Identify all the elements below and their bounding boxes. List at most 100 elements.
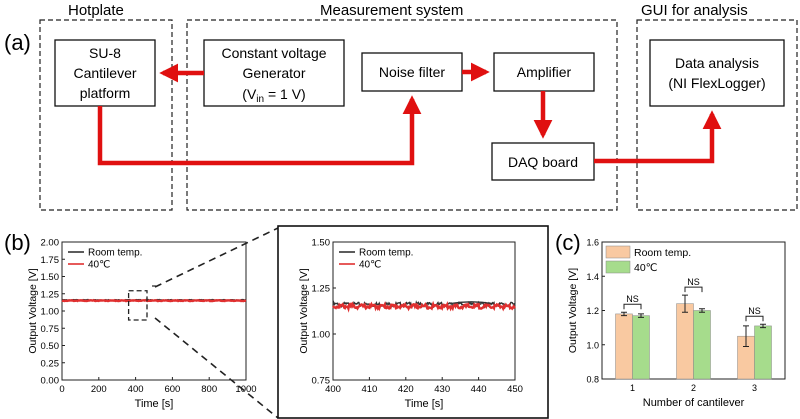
error-bar <box>743 325 749 347</box>
group-label-gui: GUI for analysis <box>641 2 748 19</box>
error-bar <box>621 311 627 317</box>
x-tick-label: 410 <box>361 384 377 395</box>
x-tick-label: 200 <box>91 384 107 395</box>
arrow-daq-to-analysis <box>594 110 722 164</box>
x-tick-label: 0 <box>59 384 64 395</box>
panel-a-label: (a) <box>4 30 31 55</box>
group-label-hotplate: Hotplate <box>68 2 124 19</box>
panel-a: (a) Hotplate Measurement system GUI for … <box>4 2 798 211</box>
ns-bracket <box>684 286 703 293</box>
x-tick-label: 440 <box>471 384 487 395</box>
legend-label: Room temp. <box>359 248 413 259</box>
cantilever-line-3: platform <box>80 85 131 101</box>
y-tick-label: 1.00 <box>312 330 331 341</box>
y-tick-label: 1.50 <box>41 272 60 283</box>
x-tick-label: 800 <box>201 384 217 395</box>
box-noise-filter <box>361 52 463 92</box>
zoom-panel-frame <box>277 225 549 419</box>
y-tick-label: 1.00 <box>41 307 60 318</box>
panel-b-label: (b) <box>4 230 31 255</box>
x-tick-label: 450 <box>507 384 523 395</box>
y-tick-label: 1.0 <box>586 340 599 350</box>
y-tick-label: 1.50 <box>312 238 331 249</box>
group-box-measurement <box>186 19 618 211</box>
panel-c-label: (c) <box>555 230 581 255</box>
y-tick-label: 1.25 <box>41 289 60 300</box>
ns-annotation: NS <box>687 277 700 287</box>
x-tick-label: 1000 <box>235 384 256 395</box>
group-box-hotplate <box>39 19 173 211</box>
analysis-line-2: (NI FlexLogger) <box>668 75 765 91</box>
y-tick-label: 0.75 <box>312 376 331 387</box>
x-tick-label: 3 <box>752 383 757 393</box>
x-axis-label: Time [s] <box>405 398 444 410</box>
noise-filter-label: Noise filter <box>379 64 445 80</box>
legend-label: 40℃ <box>634 262 657 274</box>
room-temp-bump <box>449 301 494 305</box>
amplifier-label: Amplifier <box>517 64 572 80</box>
x-axis-label: Number of cantilever <box>643 397 745 409</box>
bar-40c-3 <box>754 325 772 380</box>
ns-bracket <box>745 315 764 322</box>
x-tick-label: 400 <box>128 384 144 395</box>
group-label-measurement: Measurement system <box>320 2 463 19</box>
error-bar <box>699 308 705 313</box>
flow-arrows <box>97 62 722 166</box>
group-box-gui <box>636 19 798 211</box>
zoom-line-bottom <box>154 317 279 419</box>
analysis-line-1: Data analysis <box>675 55 759 71</box>
legend-label: 40℃ <box>88 260 110 271</box>
y-tick-label: 0.25 <box>41 358 60 369</box>
x-axis-label: Time [s] <box>135 398 174 410</box>
zoom-connectors <box>152 227 279 419</box>
zoom-line-top <box>154 227 279 288</box>
legend-label: Room temp. <box>634 247 691 259</box>
y-axis-label: Output Voltage [V] <box>567 268 579 353</box>
bar-room-temp-2 <box>676 303 694 380</box>
ns-annotation: NS <box>626 294 639 304</box>
error-bar <box>638 313 644 318</box>
box-cantilever-platform <box>54 39 156 107</box>
legend-swatch <box>605 260 631 274</box>
x-tick-label: 420 <box>398 384 414 395</box>
y-tick-label: 1.25 <box>312 284 331 295</box>
y-tick-label: 0.8 <box>586 375 599 385</box>
y-tick-label: 0.00 <box>41 376 60 387</box>
x-tick-label: 2 <box>691 383 696 393</box>
error-bar <box>682 294 688 313</box>
y-tick-label: 1.4 <box>586 272 599 282</box>
x-tick-label: 430 <box>434 384 450 395</box>
legend-label: 40℃ <box>359 260 381 271</box>
series-line-40c <box>61 298 247 303</box>
y-tick-label: 0.50 <box>41 341 60 352</box>
series-line-40c <box>332 300 516 313</box>
y-tick-label: 2.00 <box>41 238 60 249</box>
x-tick-label: 1 <box>630 383 635 393</box>
bar-room-temp-1 <box>615 313 633 380</box>
box-daq-board <box>491 142 595 181</box>
zoom-region-box <box>127 290 148 321</box>
generator-vin-text: (Vin = 1 V) <box>242 86 305 105</box>
ns-annotation: NS <box>748 306 761 316</box>
legend-swatch <box>605 245 631 259</box>
generator-line-1: Constant voltage <box>221 45 326 61</box>
daq-board-label: DAQ board <box>508 154 578 170</box>
box-amplifier <box>493 52 595 92</box>
arrow-cantilever-to-filter <box>97 95 422 166</box>
bar-40c-2 <box>693 310 711 380</box>
y-tick-label: 0.75 <box>41 324 60 335</box>
error-bar <box>760 323 766 329</box>
legend-label: Room temp. <box>88 248 142 259</box>
y-tick-label: 1.6 <box>586 238 599 248</box>
plot-frame <box>332 241 516 381</box>
cantilever-line-2: Cantilever <box>73 65 136 81</box>
box-voltage-generator <box>203 39 345 107</box>
generator-line-2: Generator <box>242 65 305 81</box>
x-tick-label: 600 <box>164 384 180 395</box>
y-axis-label: Output Voltage [V] <box>298 268 310 353</box>
cantilever-line-1: SU-8 <box>89 45 121 61</box>
